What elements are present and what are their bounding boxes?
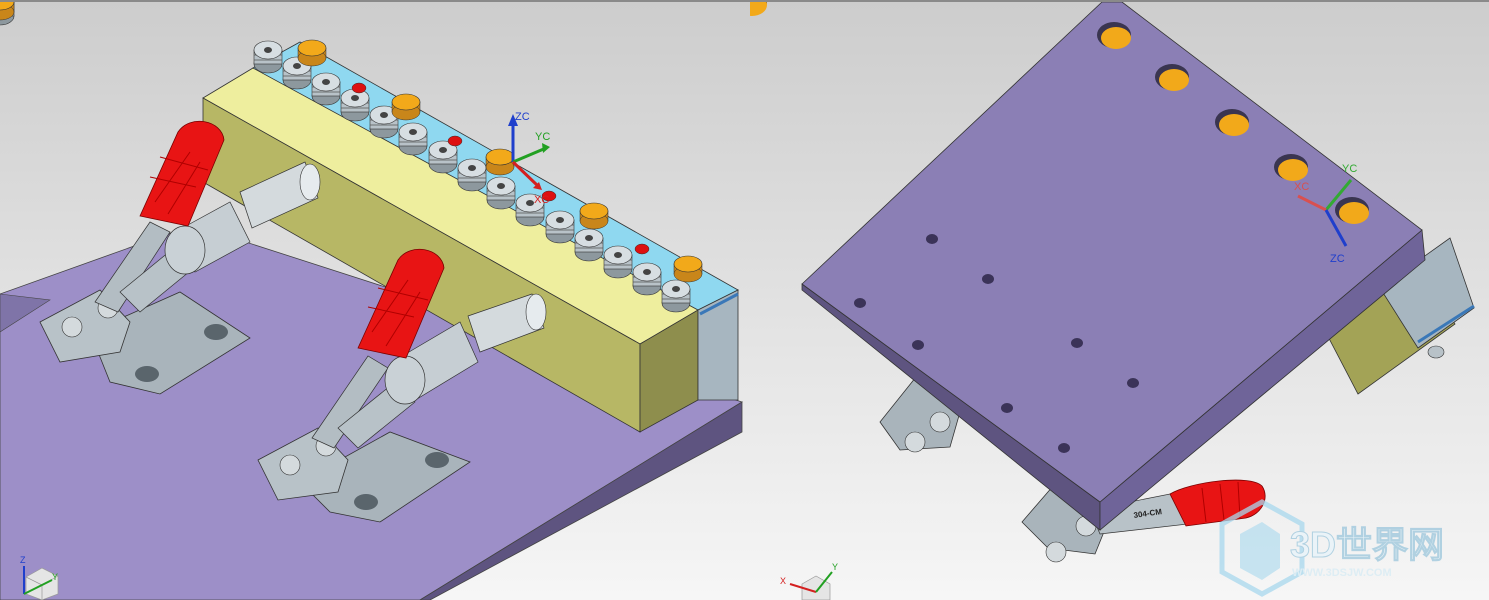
window-top-border <box>0 0 1489 2</box>
triad-y-label: Y <box>52 572 58 582</box>
base-plate[interactable] <box>801 2 1426 531</box>
watermark-url: WWW.3DSJW.COM <box>1292 567 1392 579</box>
work-coordinate-system: ZC YC XC <box>508 111 550 206</box>
clamp-model-marking: 304-CM <box>1133 507 1163 520</box>
xc-label: XC <box>534 194 549 206</box>
right-viewport[interactable]: 304-CM <box>750 2 1489 600</box>
view-triad-left: Z Y <box>20 555 59 600</box>
locating-pins-orange <box>0 2 703 283</box>
left-viewport[interactable]: ZC YC XC Z Y <box>0 2 750 600</box>
mounting-holes <box>854 234 1139 453</box>
work-coordinate-system: YC XC ZC <box>1294 163 1357 265</box>
right-view-canvas[interactable]: 304-CM <box>750 2 1489 600</box>
zc-label: ZC <box>1330 253 1345 265</box>
left-view-canvas[interactable]: ZC YC XC Z Y <box>0 2 750 600</box>
watermark: 3D世界网 WWW.3DSJW.COM <box>1219 499 1445 597</box>
triad-y-label: Y <box>832 562 838 572</box>
yc-label: YC <box>1342 163 1357 175</box>
view-triad-right: X Y <box>780 562 838 600</box>
zc-label: ZC <box>515 111 530 123</box>
locating-pins-red <box>351 82 650 255</box>
toggle-clamp-2[interactable] <box>257 248 547 523</box>
toggle-clamp-1[interactable] <box>39 120 321 395</box>
triad-x-label: X <box>780 576 786 586</box>
cube-logo-icon <box>1219 499 1305 597</box>
triad-z-label: Z <box>20 555 26 565</box>
yc-label: YC <box>535 131 550 143</box>
locating-pins-orange <box>750 2 1369 224</box>
xc-label: XC <box>1294 181 1309 193</box>
toggle-clamp-underside-1 <box>879 371 961 453</box>
watermark-brand: 3D世界网 <box>1290 524 1444 565</box>
